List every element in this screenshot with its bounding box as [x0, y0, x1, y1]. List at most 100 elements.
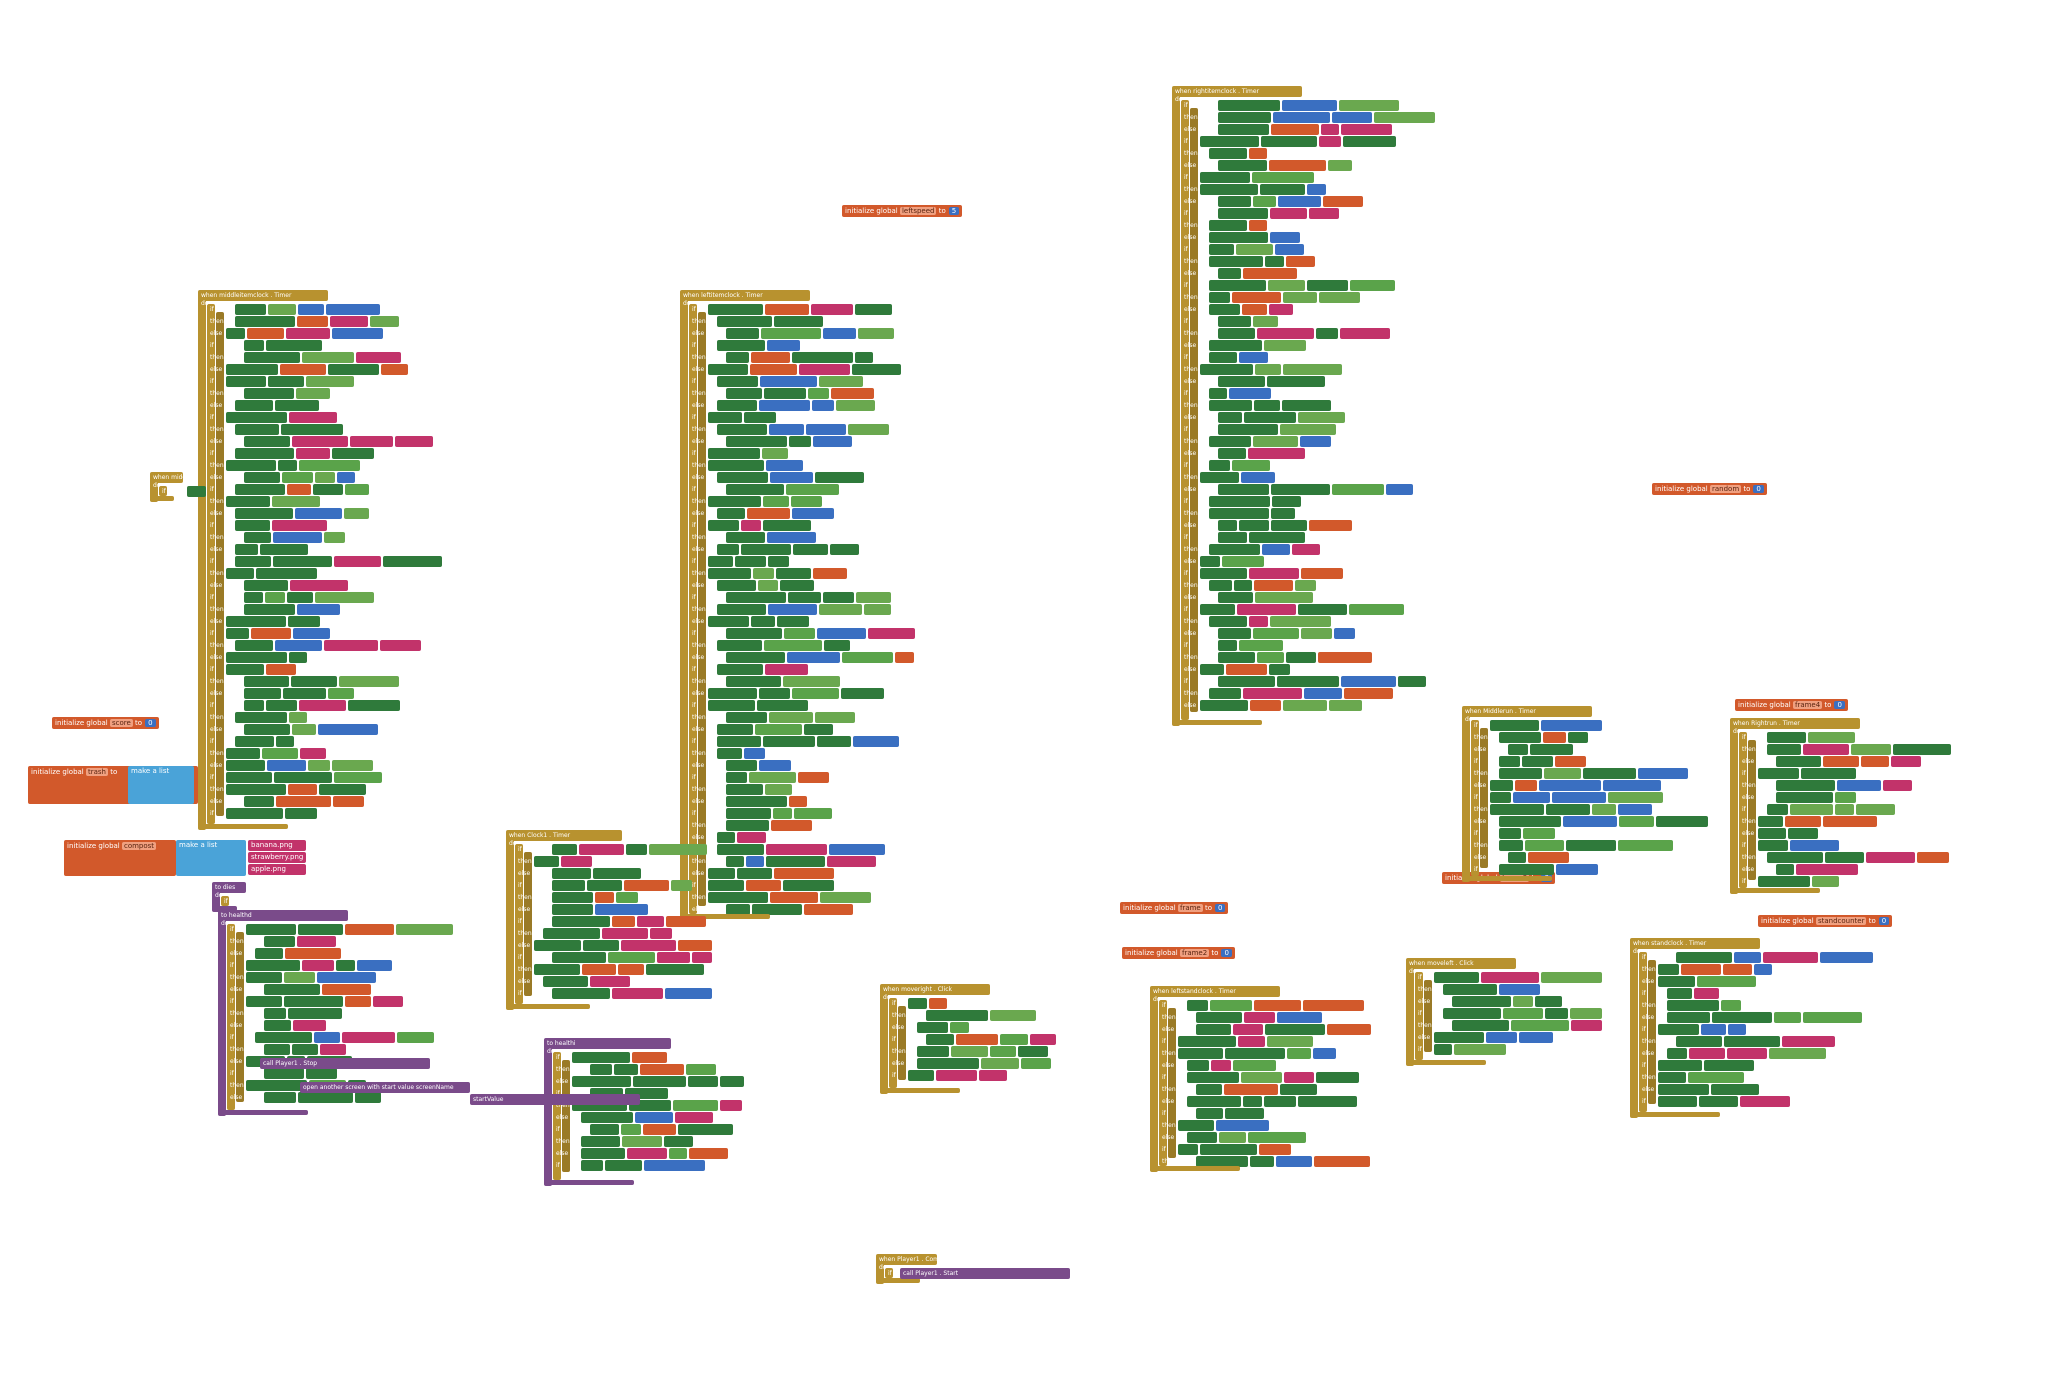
text-item[interactable]: apple.png [248, 864, 306, 875]
set-statement[interactable] [708, 700, 755, 711]
value-block[interactable] [815, 472, 864, 483]
value-block[interactable] [650, 928, 672, 939]
set-statement[interactable] [534, 856, 559, 867]
set-statement[interactable] [1200, 568, 1247, 579]
value-block[interactable] [1701, 1024, 1726, 1035]
set-statement[interactable] [717, 508, 745, 519]
set-statement[interactable] [708, 880, 744, 891]
value-block[interactable] [292, 436, 348, 447]
value-block[interactable] [289, 712, 307, 723]
value-block[interactable] [344, 508, 369, 519]
value-block[interactable] [268, 376, 304, 387]
value-block[interactable] [853, 736, 899, 747]
value-block[interactable] [831, 388, 874, 399]
value-block[interactable] [1535, 996, 1562, 1007]
set-statement[interactable] [1200, 364, 1253, 375]
value-block[interactable] [1694, 988, 1719, 999]
value-block[interactable] [1249, 148, 1267, 159]
value-block[interactable] [1250, 1156, 1274, 1167]
set-statement[interactable] [235, 736, 274, 747]
value-block[interactable] [1835, 792, 1856, 803]
value-block[interactable] [1298, 412, 1345, 423]
set-statement[interactable] [1776, 756, 1821, 767]
value-block[interactable] [1528, 852, 1569, 863]
value-block[interactable] [688, 1076, 718, 1087]
set-statement[interactable] [717, 844, 764, 855]
value-block[interactable] [1556, 864, 1598, 875]
set-statement[interactable] [1218, 328, 1255, 339]
value-block[interactable] [1851, 744, 1891, 755]
value-block[interactable] [1513, 996, 1533, 1007]
value-block[interactable] [1350, 280, 1395, 291]
value-block[interactable] [1286, 652, 1316, 663]
set-statement[interactable] [708, 364, 748, 375]
set-statement[interactable] [246, 1080, 307, 1091]
set-statement[interactable] [726, 532, 765, 543]
set-statement[interactable] [1767, 804, 1788, 815]
value-block[interactable] [1339, 100, 1399, 111]
value-block[interactable] [1343, 136, 1396, 147]
value-block[interactable] [1511, 1020, 1569, 1031]
value-block[interactable] [1249, 532, 1305, 543]
value-block[interactable] [990, 1010, 1036, 1021]
value-block[interactable] [625, 1088, 668, 1099]
procedure-block[interactable]: to healthidoifthenelseifthenelseifthenel… [544, 1038, 774, 1186]
value-block[interactable] [1689, 1048, 1725, 1059]
value-block[interactable] [1225, 1048, 1285, 1059]
value-block[interactable] [396, 924, 453, 935]
value-block[interactable] [1341, 676, 1396, 687]
value-block[interactable] [858, 328, 894, 339]
value-block[interactable] [1704, 1060, 1754, 1071]
value-block[interactable] [1271, 124, 1319, 135]
set-statement[interactable] [1209, 352, 1237, 363]
set-statement[interactable] [1209, 280, 1266, 291]
value-block[interactable] [808, 388, 829, 399]
set-statement[interactable] [264, 1092, 296, 1103]
value-block[interactable] [1319, 292, 1360, 303]
set-statement[interactable] [572, 1100, 627, 1111]
set-statement[interactable] [1196, 1084, 1222, 1095]
set-statement[interactable] [1452, 1020, 1509, 1031]
set-statement[interactable] [726, 436, 787, 447]
value-block[interactable] [1259, 1144, 1291, 1155]
value-block[interactable] [787, 652, 840, 663]
value-block[interactable] [852, 364, 901, 375]
value-block[interactable] [629, 1100, 671, 1111]
value-block[interactable] [328, 364, 379, 375]
value-block[interactable] [1277, 676, 1339, 687]
set-statement[interactable] [552, 952, 606, 963]
set-statement[interactable] [244, 580, 288, 591]
value-block[interactable] [635, 1112, 673, 1123]
value-block[interactable] [1861, 756, 1889, 767]
set-statement[interactable] [1776, 864, 1794, 875]
value-block[interactable] [1530, 744, 1573, 755]
set-statement[interactable] [1196, 1012, 1242, 1023]
value-block[interactable] [313, 484, 343, 495]
value-block[interactable] [328, 688, 354, 699]
set-statement[interactable] [226, 568, 254, 579]
set-statement[interactable] [1187, 1000, 1208, 1011]
value-block[interactable] [1309, 208, 1339, 219]
value-block[interactable] [746, 880, 781, 891]
value-block[interactable] [755, 724, 802, 735]
value-block[interactable] [1249, 616, 1268, 627]
set-statement[interactable] [1218, 268, 1241, 279]
value-block[interactable] [1541, 972, 1602, 983]
value-block[interactable] [766, 460, 803, 471]
value-block[interactable] [616, 892, 638, 903]
value-block[interactable] [595, 904, 648, 915]
set-statement[interactable] [926, 1010, 988, 1021]
value-block[interactable] [1314, 1156, 1370, 1167]
value-block[interactable] [1255, 364, 1281, 375]
set-statement[interactable] [1658, 964, 1679, 975]
value-block[interactable] [1823, 816, 1877, 827]
value-block[interactable] [297, 316, 328, 327]
value-block[interactable] [770, 472, 813, 483]
value-block[interactable] [1454, 1044, 1506, 1055]
value-block[interactable] [357, 960, 392, 971]
set-statement[interactable] [235, 544, 258, 555]
